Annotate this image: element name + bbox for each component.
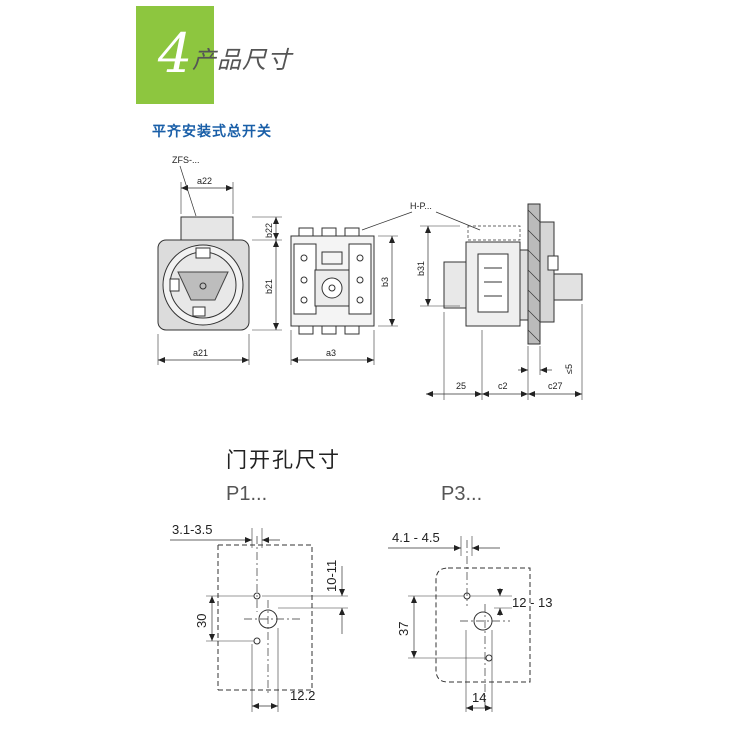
dim-a22: a22 — [197, 176, 212, 186]
p3-cutout-diagram — [388, 536, 531, 712]
p3-dim-height: 37 — [396, 622, 411, 636]
p1-cutout-diagram — [170, 528, 348, 712]
front-part-label: ZFS-... — [172, 155, 200, 165]
front-view: ZFS-... — [157, 155, 282, 365]
dim-panel: ≤5 — [564, 364, 574, 374]
p1-dim-width: 12.2 — [290, 688, 315, 703]
section-number-badge: 4 — [136, 6, 214, 104]
p1-dim-height: 30 — [194, 614, 209, 628]
dim-c2: c2 — [498, 381, 508, 391]
p1-label: P1... — [226, 483, 268, 505]
p1-dim-vertical: 10-11 — [324, 560, 339, 592]
dim-b22: b22 — [264, 223, 274, 238]
dim-25: 25 — [456, 381, 466, 391]
p1-dim-offset: 3.1-3.5 — [172, 522, 212, 537]
side-part-label: H-P... — [410, 201, 432, 211]
dim-a3: a3 — [326, 348, 336, 358]
body-view — [290, 227, 398, 365]
p3-dim-offset: 4.1 - 4.5 — [392, 530, 440, 545]
door-cutout-title: 门开孔尺寸 — [226, 448, 341, 472]
dim-b21: b21 — [264, 279, 274, 294]
p3-dim-width: 14 — [472, 690, 486, 705]
section-title: 产品尺寸 — [192, 46, 292, 74]
dim-c27: c27 — [548, 381, 563, 391]
dim-b3: b3 — [380, 277, 390, 287]
drawing-subtitle: 平齐安装式总开关 — [152, 124, 272, 140]
section-number: 4 — [157, 22, 193, 85]
dim-a21: a21 — [193, 348, 208, 358]
p3-label: P3... — [441, 483, 483, 505]
dim-b31: b31 — [416, 261, 426, 276]
side-view: H-P... — [361, 201, 583, 400]
p3-dim-vertical: 12 - 13 — [512, 595, 552, 610]
